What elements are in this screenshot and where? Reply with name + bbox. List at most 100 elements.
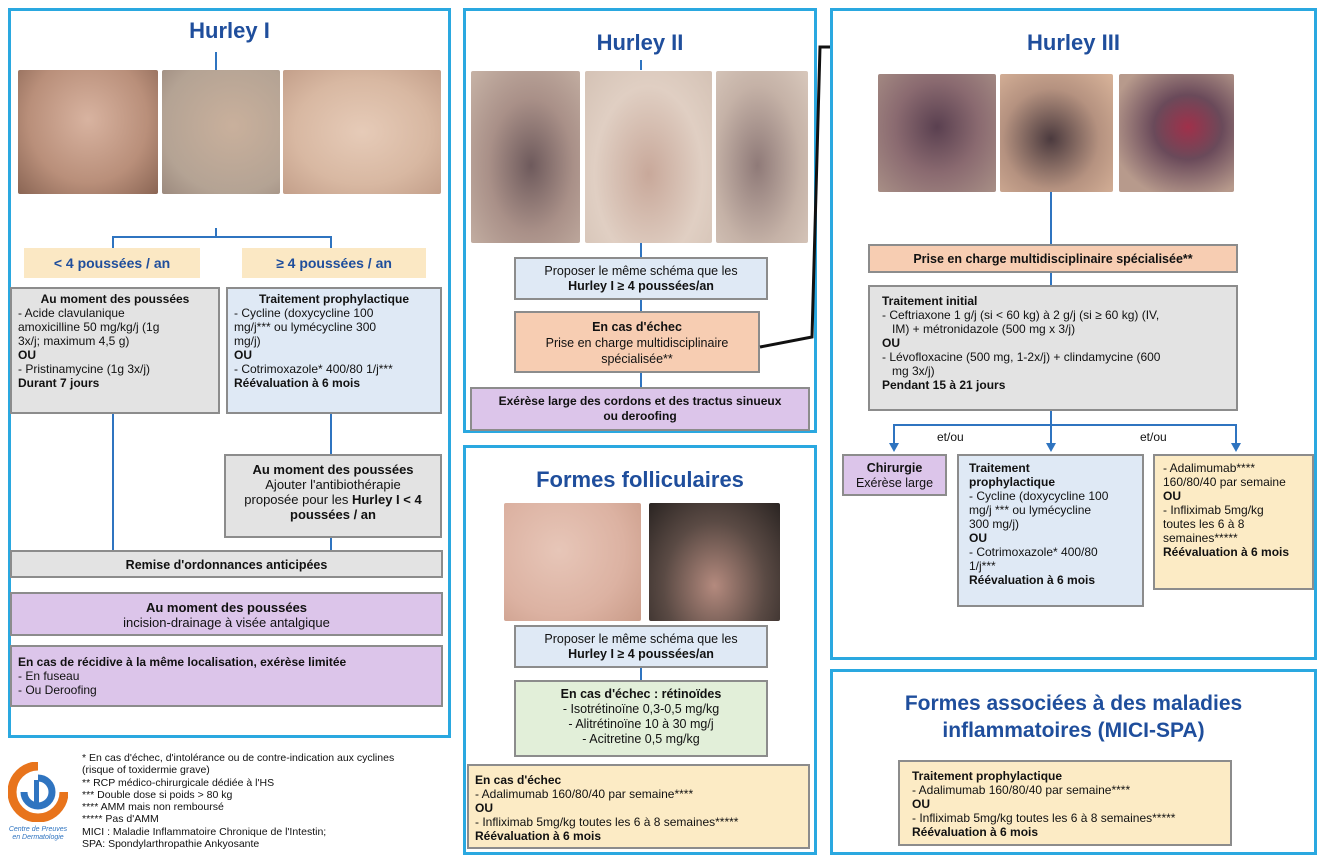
box-heading: Traitement prophylactique — [912, 769, 1063, 783]
box-text: Exérèse large — [855, 476, 934, 490]
folliculaires-retinoides-box: En cas d'échec : rétinoïdes - Isotrétino… — [514, 680, 768, 757]
or-label: OU — [969, 531, 987, 545]
connector — [640, 60, 642, 70]
hurley3-prophylactic-box: Traitement prophylactique - Cycline (dox… — [957, 454, 1144, 607]
box-text: poussées / an — [290, 507, 376, 522]
footnote: * En cas d'échec, d'intolérance ou de co… — [82, 752, 395, 764]
box-heading: Au moment des poussées — [252, 462, 414, 477]
hurley3-title: Hurley III — [1027, 30, 1120, 55]
box-text: 1/j*** — [969, 559, 996, 573]
connector — [1050, 192, 1052, 244]
box-text: Ajouter l'antibiothérapie — [265, 477, 401, 492]
box-text: - Cycline (doxycycline 100 — [969, 489, 1109, 503]
hurley1-flare-addon-box: Au moment des poussées Ajouter l'antibio… — [224, 454, 442, 538]
box-text: semaines***** — [1163, 531, 1238, 545]
footnotes: * En cas d'échec, d'intolérance ou de co… — [82, 752, 462, 850]
etou-label: et/ou — [937, 430, 964, 444]
footnote: **** AMM mais non remboursé — [82, 801, 224, 814]
hurley3-photo-middle — [1000, 74, 1113, 192]
footnote: MICI : Maladie Inflammatoire Chronique d… — [82, 825, 327, 838]
reevaluation-text: Réévaluation à 6 mois — [234, 376, 361, 390]
hurley1-flare-box: Au moment des poussées - Acide clavulani… — [10, 287, 220, 414]
box-heading: prophylactique — [969, 475, 1056, 489]
footnote: ** RCP médico-chirurgicale dédiée à l'HS — [82, 776, 275, 789]
hurley2-title: Hurley II — [596, 30, 684, 55]
or-label: OU — [18, 348, 36, 362]
box-text: - Ou Deroofing — [18, 683, 97, 697]
mici-prophylactic-box: Traitement prophylactique - Adalimumab 1… — [898, 760, 1232, 846]
hurley1-title: Hurley I — [189, 18, 270, 43]
hurley2-echec-box: En cas d'échec Prise en charge multidisc… — [514, 311, 760, 373]
box-text: Hurley I < 4 — [351, 492, 422, 507]
folliculaires-title: Formes folliculaires — [536, 467, 744, 492]
reevaluation-text: Réévaluation à 6 mois — [475, 829, 602, 843]
box-heading: En cas d'échec — [475, 773, 562, 787]
hurley2-photo-right — [716, 71, 808, 243]
reevaluation-text: Réévaluation à 6 mois — [969, 573, 1096, 587]
connector — [640, 243, 642, 257]
box-heading: Traitement prophylactique — [258, 292, 410, 306]
mici-title-line1: Formes associées à des maladies — [904, 692, 1243, 715]
box-text: spécialisée** — [601, 352, 673, 366]
box-text: ou deroofing — [603, 409, 677, 423]
connector — [640, 300, 642, 311]
hurley1-incision-box: Au moment des poussées incision-drainage… — [10, 592, 443, 636]
box-text: - Lévofloxacine (500 mg, 1-2x/j) + clind… — [882, 350, 1161, 364]
or-label: OU — [912, 797, 930, 811]
box-text: mg 3x/j) — [892, 364, 935, 378]
hurley1-recidive-box: En cas de récidive à la même localisatio… — [10, 645, 443, 707]
connector — [215, 228, 217, 238]
box-text: Proposer le même schéma que les — [544, 264, 738, 278]
box-text: Prise en charge multidisciplinaire — [545, 336, 729, 350]
connector — [330, 538, 332, 550]
logo-line: en Dermatologie — [12, 834, 64, 841]
box-heading: En cas d'échec — [592, 320, 682, 334]
connector — [112, 414, 114, 550]
hurley2-exerese-box: Exérèse large des cordons et des tractus… — [470, 387, 810, 431]
connector — [1050, 273, 1052, 285]
hurley2-photo-left — [471, 71, 580, 243]
box-text: Hurley I ≥ 4 poussées/an — [568, 279, 714, 293]
box-text: Hurley I ≥ 4 poussées/an — [568, 647, 714, 661]
box-text: - Ceftriaxone 1 g/j (si < 60 kg) à 2 g/j… — [882, 308, 1160, 322]
box-text: - Infliximab 5mg/kg toutes les 6 à 8 sem… — [912, 811, 1176, 825]
connector — [893, 424, 1237, 426]
footnote: ***** Pas d'AMM — [82, 813, 159, 826]
box-heading: Traitement — [969, 461, 1030, 475]
hurley3-photo-right — [1119, 74, 1234, 192]
folliculaires-photo-scalp — [649, 503, 780, 621]
connector — [215, 52, 217, 70]
connector — [112, 236, 114, 248]
box-text: - Acide clavulanique — [18, 306, 125, 320]
etou-label: et/ou — [1140, 430, 1167, 444]
box-text: - Cycline (doxycycline 100 — [234, 306, 374, 320]
hurley1-prophylactic-box: Traitement prophylactique - Cycline (dox… — [226, 287, 442, 414]
mici-title-line2: inflammatoires (MICI-SPA) — [942, 719, 1205, 742]
box-text: - Acitretine 0,5 mg/kg — [582, 732, 700, 746]
hurley1-remise-box: Remise d'ordonnances anticipées — [10, 550, 443, 578]
footnote: SPA: Spondylarthropathie Ankyosante — [82, 838, 260, 851]
folliculaires-same-scheme-box: Proposer le même schéma que les Hurley I… — [514, 625, 768, 668]
tag-lt4-flares: < 4 poussées / an — [24, 248, 200, 278]
cpd-logo-icon — [8, 762, 68, 822]
box-text: - Pristinamycine (1g 3x/j) — [18, 362, 151, 376]
hurley1-photo-axilla — [162, 70, 280, 194]
box-text: toutes les 6 à 8 — [1163, 517, 1245, 531]
box-text: 300 mg/j) — [969, 517, 1020, 531]
box-text: incision-drainage à visée antalgique — [123, 615, 330, 630]
box-text: IM) + métronidazole (500 mg x 3/j) — [892, 322, 1076, 336]
box-text: - Cotrimoxazole* 400/80 — [969, 545, 1098, 559]
hurley3-chirurgie-box: Chirurgie Exérèse large — [842, 454, 947, 496]
box-text: - Infliximab 5mg/kg toutes les 6 à 8 sem… — [475, 815, 739, 829]
reevaluation-text: Réévaluation à 6 mois — [912, 825, 1039, 839]
box-text: Exérèse large des cordons et des tractus… — [498, 394, 782, 408]
or-label: OU — [1163, 489, 1181, 503]
tag-ge4-flares: ≥ 4 poussées / an — [242, 248, 426, 278]
hurley3-initial-treatment-box: Traitement initial - Ceftriaxone 1 g/j (… — [868, 285, 1238, 411]
hurley1-photo-groin — [18, 70, 158, 194]
folliculaires-echec-box: En cas d'échec - Adalimumab 160/80/40 pa… — [467, 764, 810, 849]
box-text: - Infliximab 5mg/kg — [1163, 503, 1264, 517]
connector — [330, 414, 332, 454]
logo-line: Centre de Preuves — [8, 826, 68, 833]
or-label: OU — [234, 348, 252, 362]
